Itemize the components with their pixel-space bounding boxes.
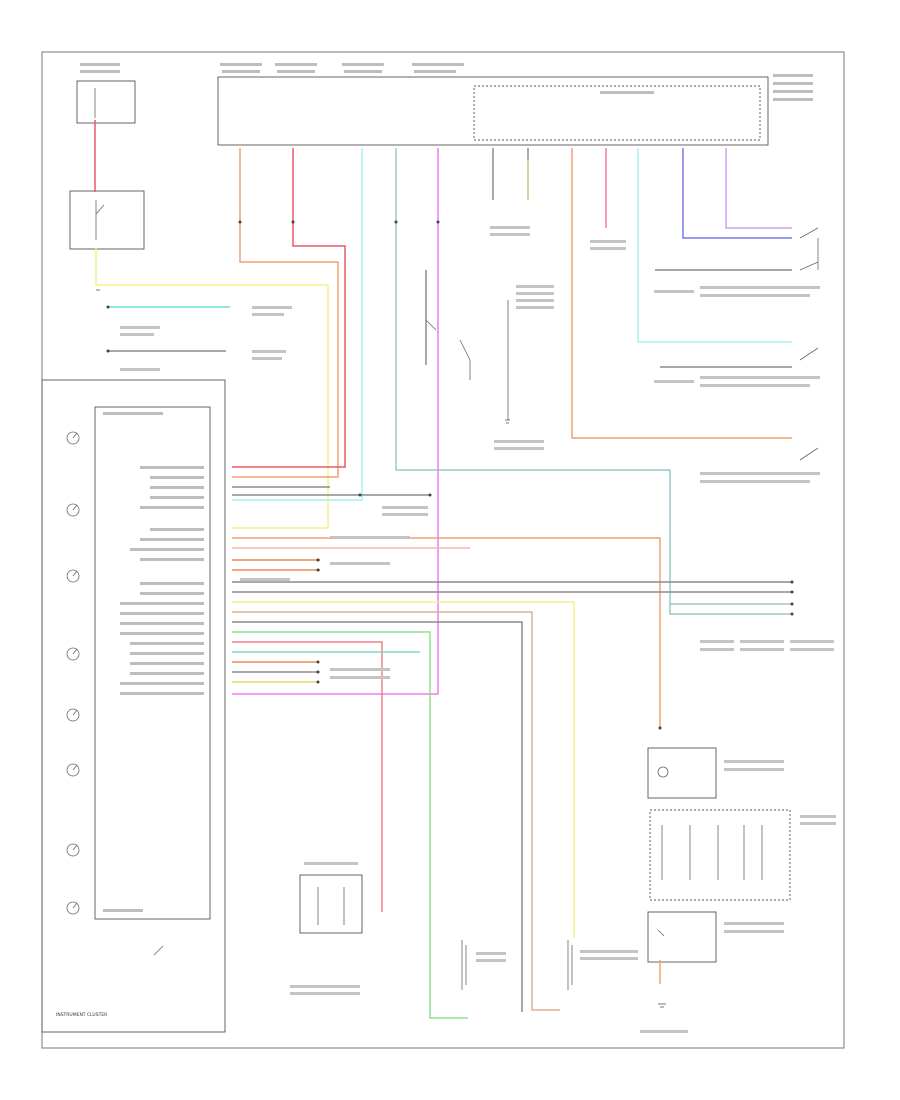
- wire-orange: [232, 148, 339, 478]
- cluster-pin-rows: [103, 412, 204, 912]
- wire-magenta: [232, 148, 439, 695]
- gauge-icon: [66, 503, 80, 517]
- wire-orange: [571, 148, 792, 439]
- gauge-icon: [66, 569, 80, 583]
- ground-icon: [505, 419, 510, 424]
- wire-cyan: [232, 148, 363, 501]
- central-junction-box: [217, 76, 769, 146]
- switch-icon: [799, 347, 819, 361]
- sensor-assembly: [647, 911, 717, 963]
- wire-red: [232, 641, 383, 912]
- wire-green: [232, 631, 468, 1019]
- wire-yellow: [232, 601, 575, 938]
- fuel-sender: [567, 940, 573, 990]
- sensor-assembly: [647, 747, 717, 799]
- wire-orange: [232, 537, 661, 728]
- brake-switch: [425, 300, 509, 420]
- switch-icon: [799, 261, 819, 271]
- wire-orange: [232, 611, 560, 1011]
- cluster-label: INSTRUMENT CLUSTER: [56, 1012, 107, 1018]
- switch-icon: [799, 227, 819, 270]
- ignition-switch: [69, 190, 145, 250]
- gauge-icon: [66, 431, 80, 445]
- gauge-icon: [66, 901, 80, 915]
- switch-icon: [799, 447, 819, 461]
- gauge-icon: [66, 843, 80, 857]
- gauge-icon: [66, 708, 80, 722]
- wire-gray: [232, 621, 523, 1012]
- label-blocks: [120, 226, 836, 1033]
- speed-sensor: [461, 940, 467, 990]
- gauge-icon: [66, 763, 80, 777]
- fuse-labels: [80, 63, 813, 101]
- wire-yellow: [95, 248, 329, 529]
- gauge-column: [66, 431, 164, 956]
- connector-dots: [106, 220, 794, 730]
- wire-teal: [669, 604, 792, 615]
- wire-blue: [682, 148, 792, 239]
- gauge-icon: [66, 647, 80, 661]
- ground-icon: [658, 1003, 666, 1008]
- pressure-switch-box: [649, 809, 791, 901]
- wire-teal: [395, 148, 792, 605]
- wire-cyan: [637, 148, 792, 343]
- wire-lavender: [725, 148, 792, 229]
- trans-range-sensor: [299, 874, 363, 934]
- wire-red: [232, 148, 346, 468]
- instrument-cluster: [41, 379, 226, 1033]
- battery-junction-box: [76, 80, 136, 124]
